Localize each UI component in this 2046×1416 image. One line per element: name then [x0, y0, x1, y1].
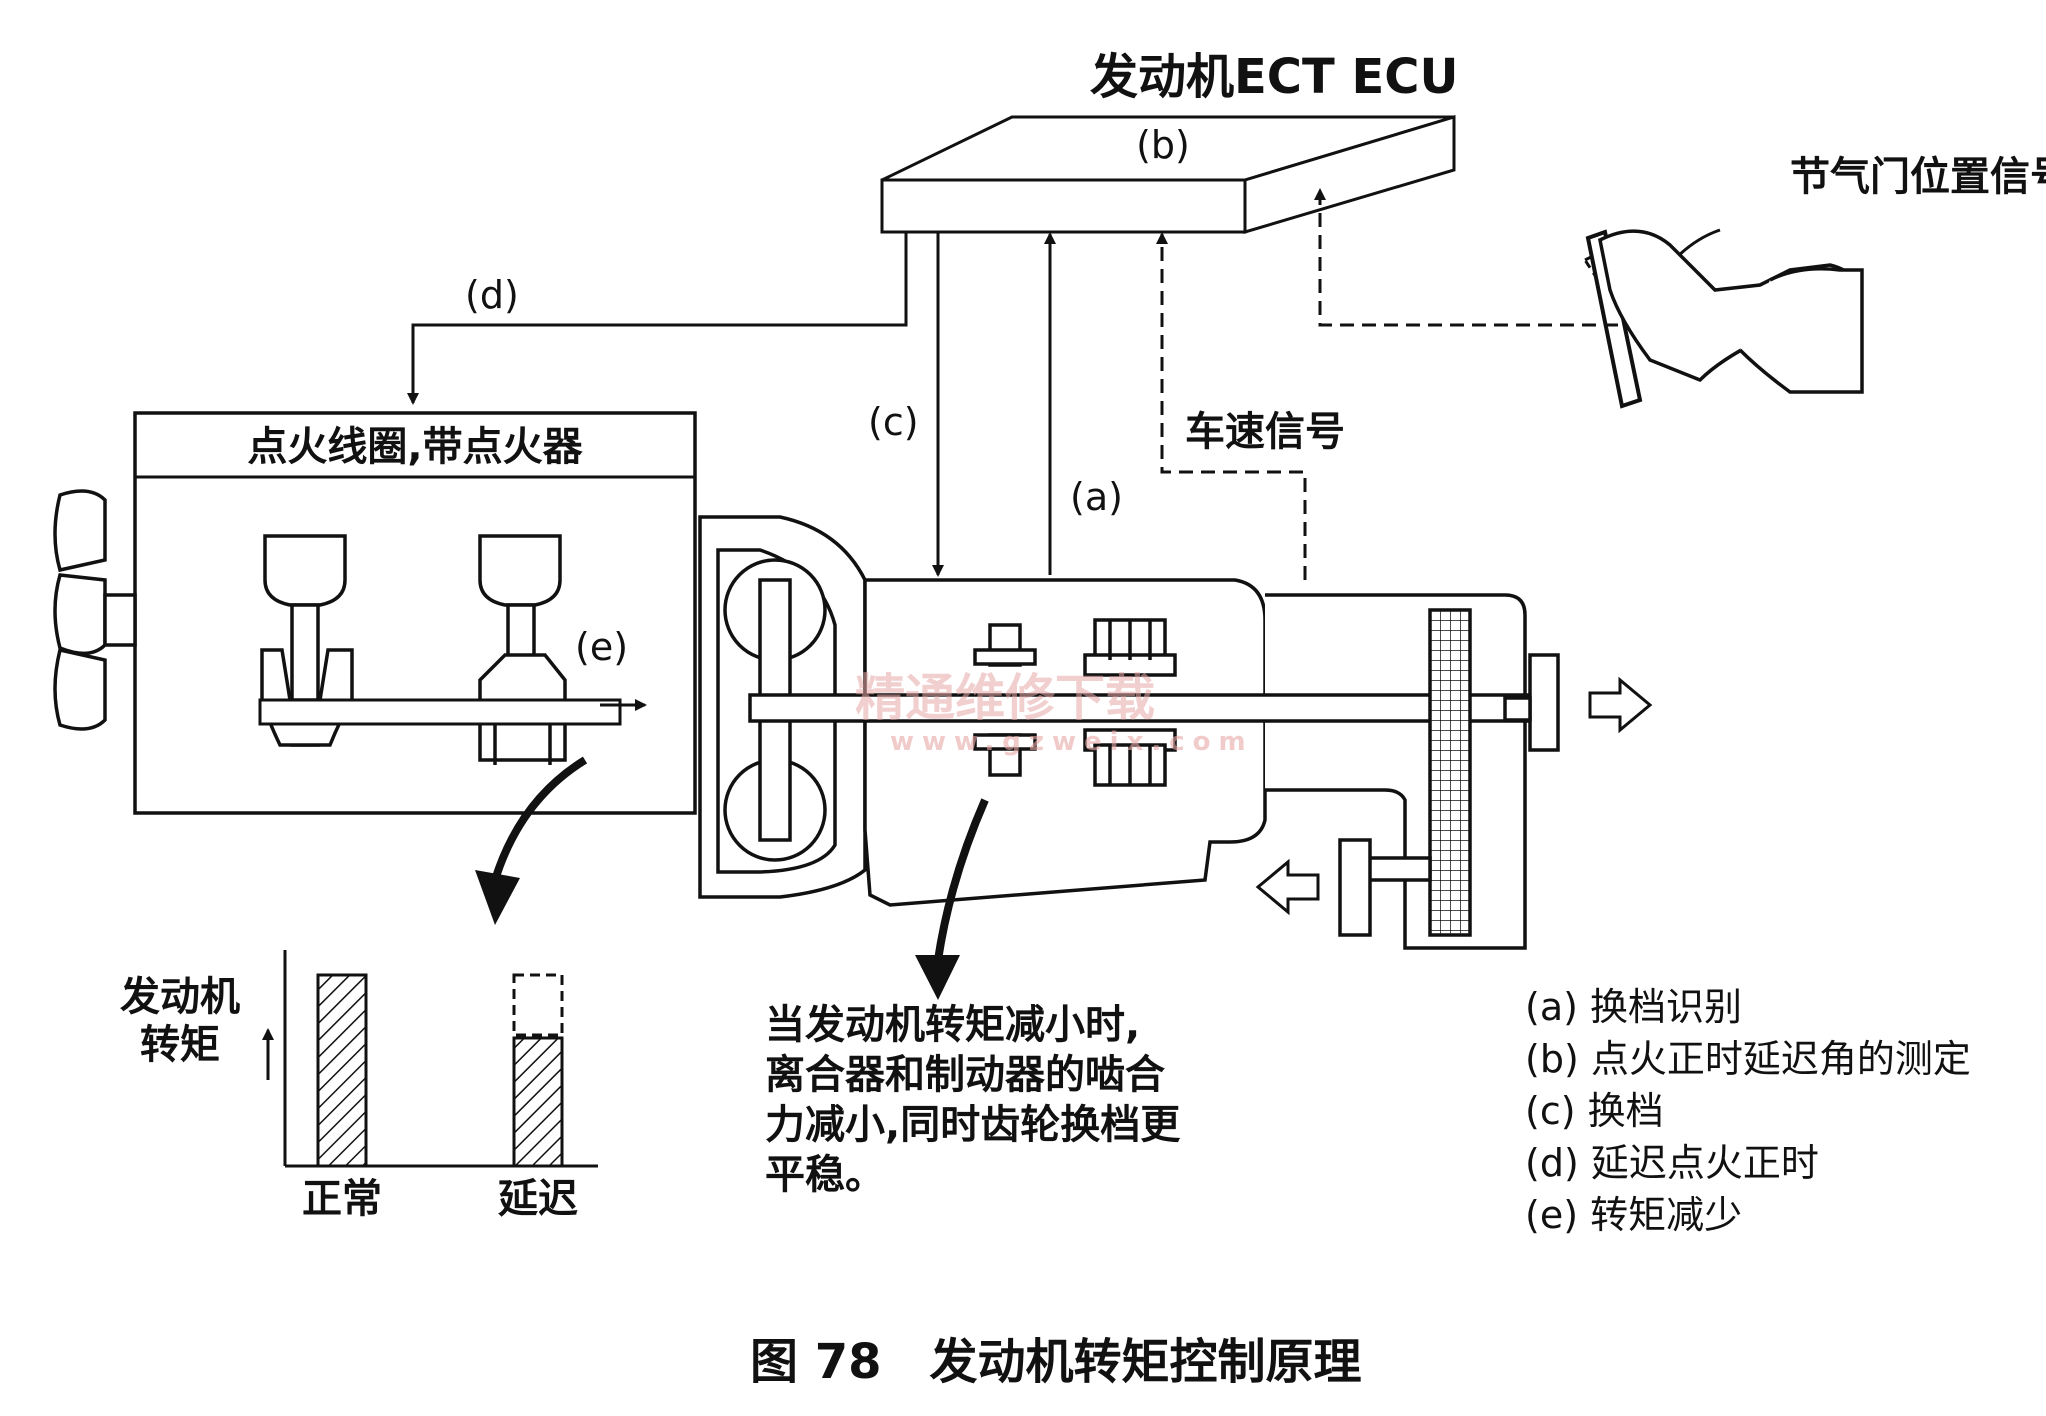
legend-item-c: (c) 换档 [1525, 1089, 1664, 1133]
line-vehicle-speed [1156, 232, 1307, 580]
explanation-line-1: 当发动机转矩减小时, [765, 1002, 1140, 1048]
legend-item-d: (d) 延迟点火正时 [1525, 1141, 1819, 1185]
normal-label: 正常 [302, 1176, 382, 1222]
reverse-arrow-icon [1255, 858, 1320, 916]
ecu-title: 发动机ECT ECU [1090, 49, 1458, 105]
legend-item-e: (e) 转矩减少 [1525, 1193, 1742, 1237]
ignition-coil-box [133, 411, 697, 815]
marker-c: (c) [868, 400, 919, 444]
torque-pointer-arrow-icon [475, 756, 588, 925]
torque-chart: 发动机 转矩 正常 延迟 [120, 950, 598, 1222]
figure-caption: 图 78 发动机转矩控制原理 [750, 1334, 1362, 1390]
marker-b: (b) [1136, 123, 1190, 167]
ignition-coil-label: 点火线圈,带点火器 [247, 424, 583, 470]
explanation-line-2: 离合器和制动器的啮合 [765, 1052, 1165, 1098]
chart-ylabel-line1: 发动机 [120, 974, 240, 1020]
legend-item-a: (a) 换档识别 [1525, 985, 1742, 1029]
output-arrow-icon [1588, 676, 1653, 734]
clutch-pointer-arrow-icon [915, 798, 989, 1000]
explanation-text: 当发动机转矩减小时, 离合器和制动器的啮合 力减小,同时齿轮换档更 平稳。 [765, 1002, 1181, 1198]
explanation-line-3: 力减小,同时齿轮换档更 [765, 1102, 1181, 1148]
line-d [407, 232, 908, 405]
watermark-title: 精通维修下载 [855, 669, 1155, 727]
ecu-unit: 发动机ECT ECU (b) [880, 49, 1458, 235]
throttle-pedal-icon: 节气门位置信号 [1582, 154, 2046, 409]
lost-torque-outline [512, 973, 564, 1037]
delayed-label: 延迟 [498, 1176, 578, 1222]
fan-icon [53, 489, 137, 731]
legend-item-b: (b) 点火正时延迟角的测定 [1525, 1037, 1971, 1081]
gear-1-icon [973, 623, 1037, 777]
legend: (a) 换档识别 (b) 点火正时延迟角的测定 (c) 换档 (d) 延迟点火正… [1525, 985, 1971, 1237]
transmission [748, 578, 1560, 950]
marker-d: (d) [465, 273, 519, 317]
ecu-box-front [880, 178, 1247, 234]
gear-2-icon [1083, 618, 1177, 787]
normal-torque-bar [316, 973, 368, 1168]
watermark-url: www.gzweix.com [890, 727, 1254, 757]
marker-a: (a) [1070, 475, 1123, 519]
explanation-line-4: 平稳。 [765, 1152, 885, 1198]
delayed-torque-bar [512, 1036, 564, 1168]
line-throttle [1314, 188, 1618, 327]
marker-e: (e) [575, 625, 628, 669]
chart-ylabel-line2: 转矩 [140, 1022, 220, 1068]
throttle-signal-label: 节气门位置信号 [1790, 154, 2046, 200]
signal-lines [407, 188, 1618, 580]
engine-block: 点火线圈,带点火器 (e) [53, 411, 697, 815]
vehicle-speed-label: 车速信号 [1185, 409, 1345, 455]
